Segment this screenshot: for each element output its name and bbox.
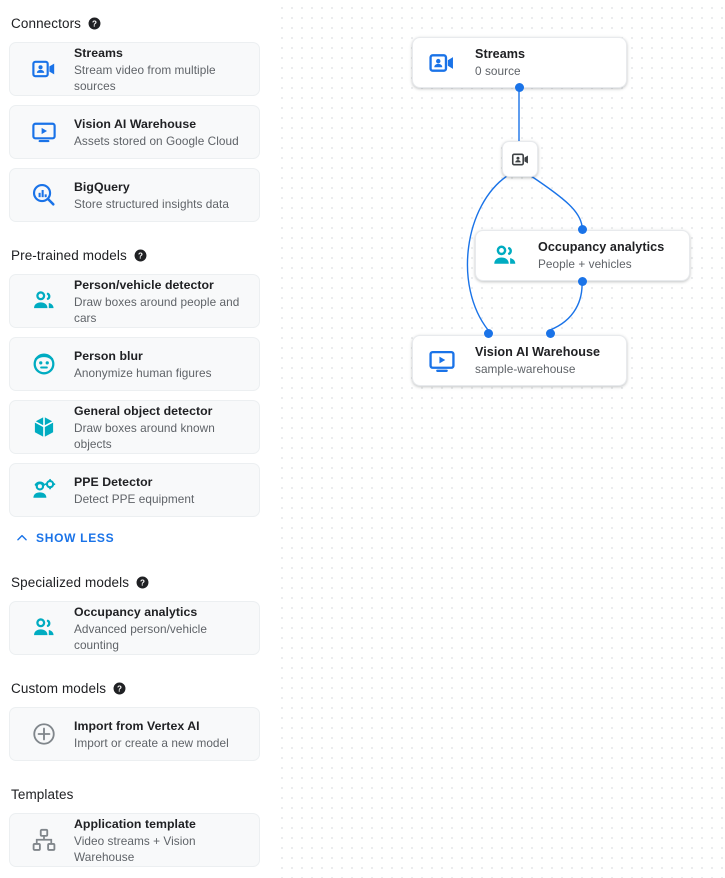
section-header-connectors: Connectors? [11,12,260,34]
sidebar-card-import-from-vertex-ai[interactable]: Import from Vertex AI Import or create a … [9,707,260,761]
card-subtitle: Anonymize human figures [74,365,212,380]
graph-edges [466,55,583,331]
section-header-templates: Templates [11,783,260,805]
video-camera-person-icon [427,48,457,78]
section-title: Custom models [11,680,107,696]
section-title: Specialized models [11,574,130,590]
port-occupancy-input[interactable] [578,225,587,234]
section-header-specialized-models: Specialized models? [11,571,260,593]
monitor-play-icon [32,122,56,143]
graph-node-vision-ai-warehouse[interactable]: Vision AI Warehouse sample-warehouse [412,335,627,386]
card-title: Occupancy analytics [74,604,198,619]
svg-text:?: ? [92,19,97,28]
people-group-icon [34,618,54,636]
svg-text:?: ? [140,578,145,587]
graph-node-occupancy-analytics[interactable]: Occupancy analytics People + vehicles [475,230,690,281]
card-subtitle: Advanced person/vehicle counting [74,621,207,652]
monitor-play-icon [31,119,57,145]
plus-circle-icon [33,723,55,745]
port-streams-output[interactable] [515,83,524,92]
people-group-icon [490,241,520,271]
edge-occupancy-to-warehouse [549,280,583,331]
card-subtitle: Draw boxes around known objects [74,420,215,451]
svg-text:?: ? [117,684,122,693]
edge-badge-to-occupancy [530,175,583,227]
section-header-pretrained-models: Pre-trained models? [11,244,260,266]
ppe-person-icon [31,477,57,503]
card-title: Application template [74,816,196,831]
node-subtitle: 0 source [475,64,521,78]
card-title: PPE Detector [74,474,153,489]
face-circle-icon [31,351,57,377]
ppe-person-icon [33,478,56,498]
card-subtitle: Store structured insights data [74,196,229,211]
graph-node-stream-badge[interactable] [502,141,538,177]
port-warehouse-input-left[interactable] [484,329,493,338]
video-camera-person-icon [511,152,528,166]
section-title: Pre-trained models [11,247,127,263]
plus-circle-icon [31,721,57,747]
card-title: BigQuery [74,179,130,194]
node-subtitle: People + vehicles [538,257,632,271]
help-circle-icon[interactable]: ? [134,249,147,262]
show-less-button[interactable]: SHOW LESS [15,528,260,548]
people-group-icon [34,291,54,309]
card-subtitle: Stream video from multiple sources [74,62,216,93]
monitor-play-icon [427,346,457,376]
video-camera-person-icon [31,56,57,82]
node-subtitle: sample-warehouse [475,362,576,376]
port-warehouse-input-right[interactable] [546,329,555,338]
video-camera-person-icon [32,60,55,78]
help-circle-icon[interactable]: ? [136,576,149,589]
cube-3d-icon [34,416,54,438]
card-subtitle: Assets stored on Google Cloud [74,133,239,148]
card-title: General object detector [74,403,213,418]
card-title: Streams [74,45,123,60]
graph-node-streams[interactable]: Streams 0 source [412,37,627,88]
hierarchy-icon [31,827,57,853]
port-occupancy-output[interactable] [578,277,587,286]
card-title: Vision AI Warehouse [74,116,197,131]
svg-text:?: ? [138,251,143,260]
help-circle-icon[interactable]: ? [88,17,101,30]
node-title: Vision AI Warehouse [475,345,601,359]
bigquery-magnifier-icon [32,183,55,206]
people-group-icon [31,615,57,641]
card-title: Person/vehicle detector [74,277,214,292]
card-title: Import from Vertex AI [74,718,200,733]
section-header-custom-models: Custom models? [11,677,260,699]
chevron-up-icon [17,534,27,541]
people-group-icon [31,288,57,314]
card-subtitle: Import or create a new model [74,735,229,750]
section-spacer [9,558,260,569]
graph-canvas[interactable]: Streams 0 source [275,0,725,878]
hierarchy-icon [32,828,56,851]
section-title: Templates [11,786,74,802]
face-circle-icon [33,353,55,375]
section-title: Connectors [11,15,82,31]
node-title: Streams [475,47,526,61]
show-less-label: SHOW LESS [36,531,115,545]
section-spacer [9,231,260,242]
help-circle-icon[interactable]: ? [113,682,126,695]
node-title: Occupancy analytics [538,240,665,254]
bigquery-magnifier-icon [31,182,57,208]
card-subtitle: Detect PPE equipment [74,491,195,506]
card-title: Person blur [74,348,143,363]
card-subtitle: Draw boxes around people and cars [74,294,240,325]
section-spacer [9,770,260,781]
card-subtitle: Video streams + Vision Warehouse [74,833,196,864]
section-spacer [9,664,260,675]
cube-3d-icon [31,414,57,440]
